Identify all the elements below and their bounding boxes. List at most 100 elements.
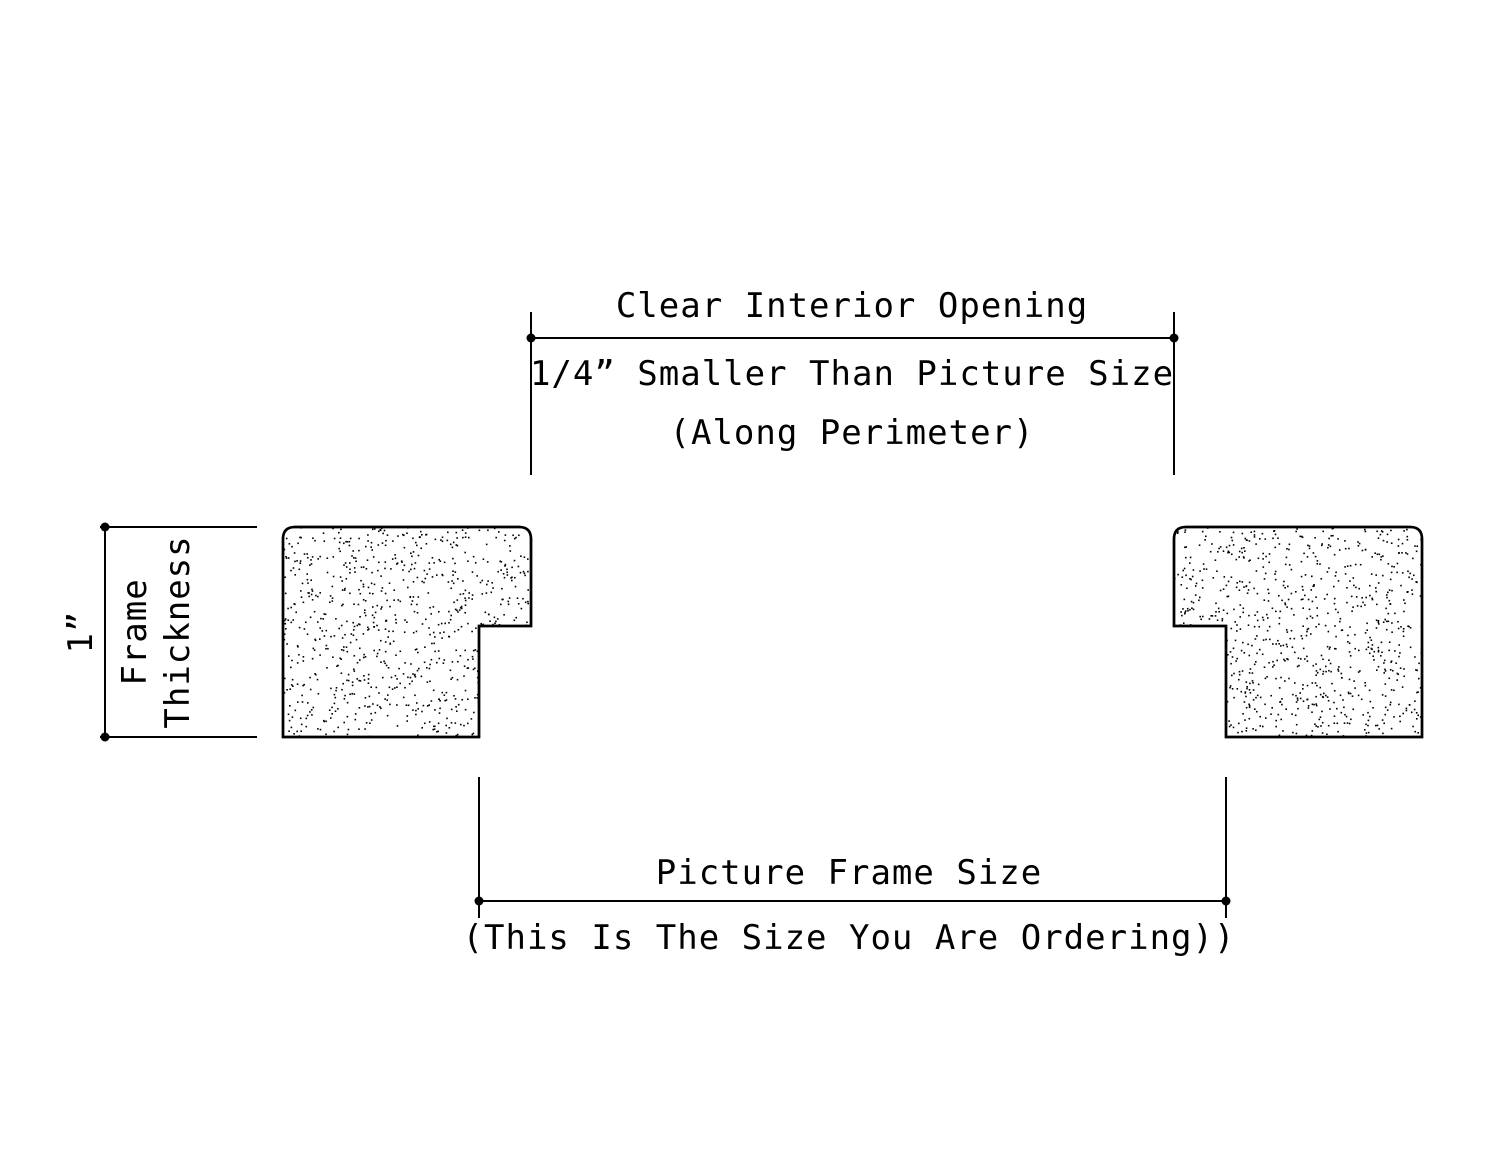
stipple-dot [510,577,512,579]
along-perimeter-label: (Along Perimeter) [670,413,1035,453]
stipple-dot [1414,545,1416,547]
stipple-dot [1188,658,1190,661]
stipple-dot [1182,608,1184,610]
stipple-dot [291,659,293,662]
stipple-dot [1354,687,1356,689]
stipple-dot [343,542,345,545]
stipple-dot [1396,571,1398,574]
stipple-dot [513,658,515,660]
stipple-dot [1278,594,1280,597]
stipple-dot [355,638,358,641]
stipple-dot [1321,721,1324,724]
stipple-dot [1256,694,1259,697]
stipple-dot [429,606,431,609]
stipple-dot [420,530,422,533]
stipple-dot [1348,692,1350,695]
stipple-dot [336,665,338,667]
stipple-dot [1357,541,1359,543]
stipple-dot [1311,711,1313,713]
stipple-dot [527,661,530,664]
stipple-dot [1231,674,1233,677]
stipple-dot [432,689,435,692]
stipple-dot [379,706,381,708]
stipple-dot [515,735,517,737]
stipple-dot [1309,615,1312,618]
stipple-dot [1337,670,1340,672]
stipple-dot [1278,643,1280,645]
stipple-dot [1219,546,1222,548]
stipple-dot [1294,651,1296,654]
stipple-dot [1364,729,1366,731]
stipple-dot [372,606,374,608]
stipple-dot [353,693,356,695]
stipple-dot [1185,574,1187,577]
stipple-dot [451,676,454,679]
stipple-dot [1292,731,1294,734]
stipple-dot [414,562,417,564]
stipple-dot [1285,643,1288,646]
stipple-dot [1398,655,1400,658]
stipple-dot [354,713,357,715]
stipple-dot [389,703,391,706]
stipple-dot [1241,670,1244,672]
stipple-dot [384,641,387,643]
stipple-dot [1380,641,1383,644]
stipple-dot [475,627,477,629]
stipple-dot [450,614,452,617]
stipple-dot [348,540,351,543]
stipple-dot [1187,670,1190,672]
stipple-dot [1198,544,1201,546]
stipple-dot [319,592,321,594]
stipple-dot [1408,704,1411,706]
stipple-dot [364,600,367,602]
stipple-dot [368,705,371,708]
stipple-dot [1251,680,1254,682]
stipple-dot [1256,611,1259,613]
stipple-dot [1297,657,1300,659]
stipple-dot [296,645,299,647]
stipple-dot [314,539,316,542]
stipple-dot [1406,528,1408,531]
stipple-dot [504,563,507,566]
stipple-dot [506,574,509,576]
stipple-dot [518,644,520,646]
stipple-dot [1295,701,1298,703]
stipple-dot [317,728,319,730]
stipple-dot [371,614,374,617]
stipple-dot [1238,589,1241,591]
stipple-dot [284,618,287,620]
stipple-dot [1354,647,1356,650]
stipple-dot [519,645,521,648]
stipple-dot [515,690,518,692]
stipple-dot [340,649,343,651]
stipple-dot [399,600,402,603]
stipple-dot [467,722,469,725]
stipple-dot [1228,720,1230,722]
stipple-dot [1311,730,1314,732]
stipple-dot [388,582,391,584]
ordering-note-label: (This Is The Size You Are Ordering)) [463,918,1236,958]
stipple-dot [1259,715,1261,718]
stipple-dot [386,599,388,602]
stipple-dot [1366,622,1368,625]
stipple-dot [1253,530,1256,533]
stipple-dot [362,633,365,635]
stipple-dot [507,603,510,606]
stipple-dot [1377,582,1380,584]
stipple-dot [1248,581,1251,584]
stipple-dot [347,673,350,676]
stipple-dot [352,634,355,636]
stipple-dot [490,591,493,594]
stipple-dot [300,723,303,726]
stipple-dot [403,546,406,549]
stipple-dot [1381,651,1383,654]
stipple-dot [1390,571,1393,574]
dimension-dot [100,522,110,532]
stipple-dot [1377,649,1380,652]
stipple-dot [1209,707,1212,710]
stipple-dot [330,635,332,638]
stipple-dot [456,544,459,547]
stipple-dot [338,531,340,534]
stipple-dot [1323,598,1326,600]
stipple-dot [454,722,457,724]
